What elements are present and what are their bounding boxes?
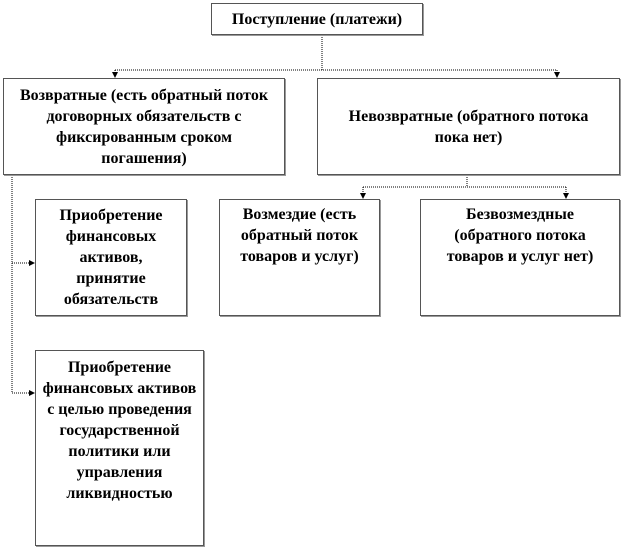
acquisition-label: Приобретение финансовых активов, приняти… [59,207,163,308]
gratuitous-label: Безвозмездные (обратного потока товаров … [446,206,594,265]
returnable-box: Возвратные (есть обратный поток договорн… [3,78,285,175]
reimbursable-label: Возмездие (есть обратный поток товаров и… [240,206,359,265]
gratuitous-box: Безвозмездные (обратного потока товаров … [420,199,620,316]
policy-acquisition-label: Приобретение финансовых активов с целью … [42,359,197,502]
returnable-label: Возвратные (есть обратный поток договорн… [19,86,269,167]
root-label: Поступление (платежи) [231,10,403,28]
root-box: Поступление (платежи) [211,3,423,35]
acquisition-box: Приобретение финансовых активов, приняти… [35,199,187,316]
policy-acquisition-box: Приобретение финансовых активов с целью … [35,350,204,546]
nonreturnable-box: Невозвратные (обратного потока пока нет) [317,78,620,175]
reimbursable-box: Возмездие (есть обратный поток товаров и… [219,199,380,316]
nonreturnable-label: Невозвратные (обратного потока пока нет) [348,107,589,146]
